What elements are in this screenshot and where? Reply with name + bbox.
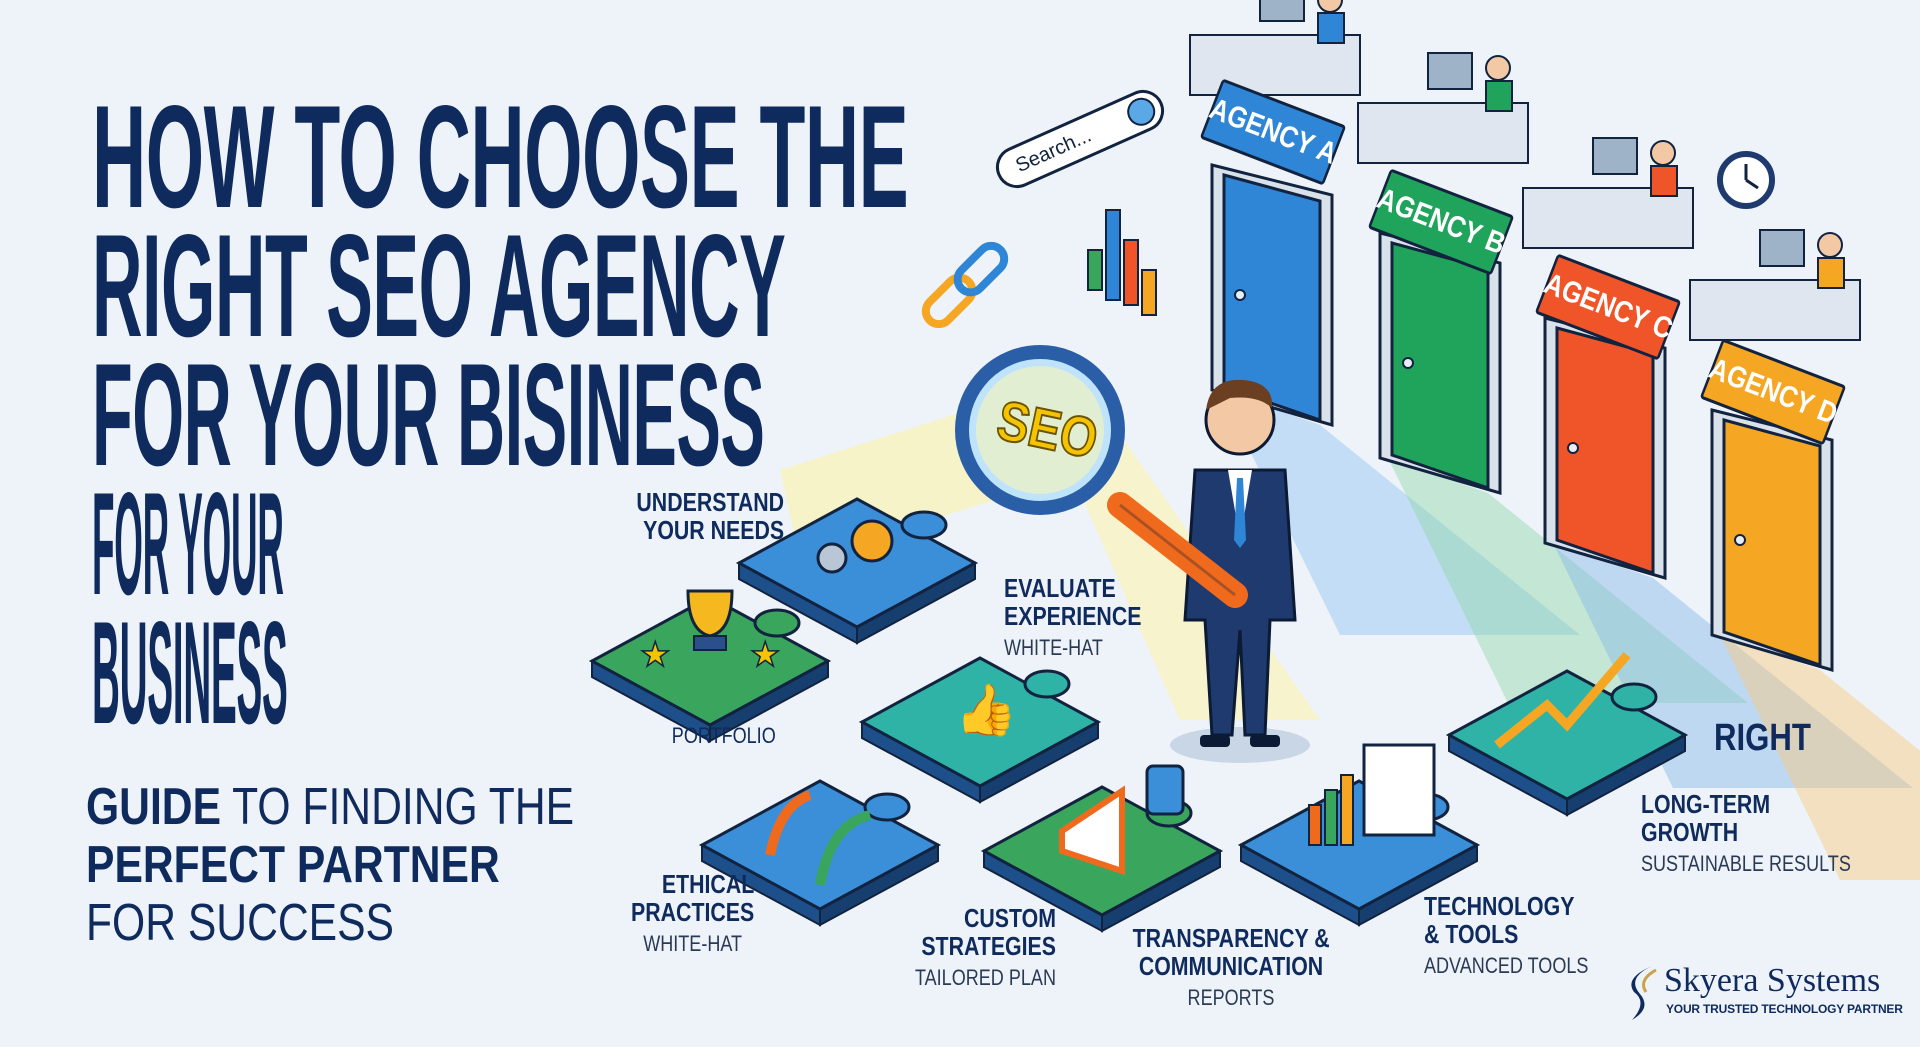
company-logo: Skyera Systems YOUR TRUSTED TECHNOLOGY P… [1622, 962, 1903, 1022]
subtitle-text: TO FINDING THE [221, 778, 575, 836]
magnifying-glass-icon [955, 345, 1248, 608]
computer-icon [1259, 0, 1305, 22]
trophy-icon: ★★ [639, 589, 781, 675]
door-d [1689, 229, 1861, 672]
puzzle-piece [980, 764, 1224, 933]
puzzle-piece [698, 779, 942, 927]
title-line: HOW TO CHOOSE THE [92, 75, 909, 238]
analytics-icon [1308, 743, 1436, 846]
subtitle-bold: GUIDE [86, 778, 222, 836]
subtitle-bold: PERFECT PARTNER [86, 836, 500, 894]
logo-tagline: YOUR TRUSTED TECHNOLOGY PARTNER [1666, 1002, 1903, 1016]
logo-swoosh-icon [1631, 966, 1657, 1020]
computer-icon [1427, 52, 1473, 90]
puzzle-tab [1023, 669, 1071, 699]
title-line: FOR YOUR BISINESS [92, 333, 765, 496]
door-a [1189, 0, 1361, 427]
door [1222, 173, 1322, 423]
title-line: BUSINESS [92, 591, 288, 754]
puzzle-piece [735, 497, 979, 645]
svg-text:★: ★ [640, 636, 670, 674]
step-portfolio: PORTFOLIO [672, 723, 776, 748]
door-knob [1567, 442, 1579, 454]
puzzle-piece [1445, 652, 1689, 817]
subtitle: GUIDE TO FINDING THE PERFECT PARTNER FOR… [86, 778, 681, 952]
megaphone-icon [1059, 764, 1185, 876]
puzzle-piece: 👍 [858, 656, 1102, 804]
door-knob [1734, 534, 1746, 546]
door-knob [1234, 289, 1246, 301]
title-line: RIGHT SEO AGENCY [92, 204, 786, 367]
agent-avatar [1817, 232, 1843, 258]
agent-avatar [1317, 0, 1343, 13]
bar-chart-icon [1087, 209, 1157, 316]
thumbs-up-icon: 👍 [954, 680, 1018, 739]
puzzle-tab [900, 510, 948, 540]
desk [1689, 279, 1861, 341]
puzzle-tab [1610, 682, 1658, 712]
computer-icon [1592, 137, 1638, 175]
door [1722, 418, 1822, 668]
door-b [1357, 52, 1529, 495]
door-c [1522, 137, 1694, 580]
puzzle-piece: ★★ [588, 589, 832, 743]
light-beam [1388, 458, 1748, 703]
desk [1357, 102, 1529, 164]
computer-icon [1759, 229, 1805, 267]
page-title: HOW TO CHOOSE THE RIGHT SEO AGENCY FOR Y… [92, 75, 1678, 754]
gears-icon [816, 519, 894, 574]
svg-text:★: ★ [750, 636, 780, 674]
agent-body [1817, 257, 1845, 289]
subtitle-text: FOR SUCCESS [86, 894, 394, 952]
clock-icon [1717, 151, 1775, 209]
step-right: RIGHT [1714, 717, 1811, 759]
agent-avatar [1485, 55, 1511, 81]
light-beam [1220, 390, 1580, 635]
door-knob [1402, 357, 1414, 369]
puzzle-tab [863, 792, 911, 822]
growth-arrow-icon [1494, 652, 1631, 749]
desk [1522, 187, 1694, 249]
chain-link-icon [921, 241, 1009, 329]
light-beam [1720, 635, 1920, 880]
puzzle-tab [753, 608, 801, 638]
svg-text:👍: 👍 [955, 681, 1017, 738]
logo-name: Skyera Systems [1664, 962, 1881, 999]
agent-body [1317, 12, 1345, 44]
desk [1189, 34, 1361, 96]
step-understand: UNDERSTAND YOUR NEEDS [636, 487, 784, 545]
puzzle-piece [1237, 743, 1481, 927]
agent-body [1485, 80, 1513, 112]
arrows-icon [765, 790, 872, 886]
agent-body [1650, 165, 1678, 197]
title-line: FOR YOUR [92, 462, 284, 625]
